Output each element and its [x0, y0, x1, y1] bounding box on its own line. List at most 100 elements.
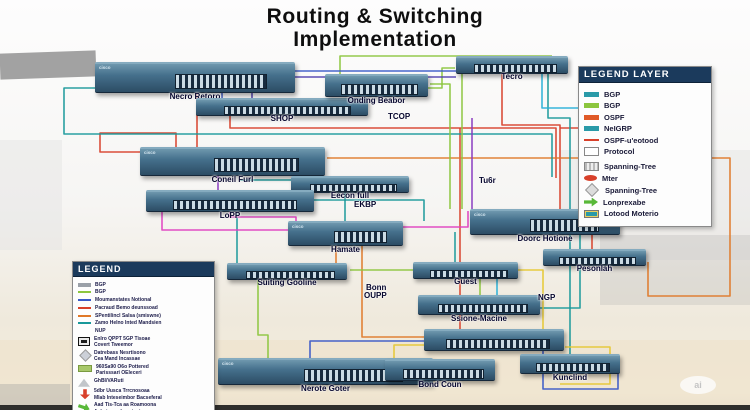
device-label-onding-beabor: Onding Beabor: [347, 95, 406, 105]
port-strip: [402, 368, 484, 379]
legend-layer-item: Mter: [584, 174, 706, 183]
cisco-logo: cisco: [222, 361, 234, 366]
legend-layer-item-label: OSPF: [604, 112, 625, 122]
legend-layer-item-label: BGP: [604, 89, 621, 99]
legend-layer-item: OSPF-u'eotood: [584, 136, 706, 145]
legend-item: BGP: [78, 282, 210, 288]
bar-legend-icon: [78, 282, 91, 287]
legend-item: Pacraud Bemo deunssoad: [78, 305, 210, 311]
port-strip: [246, 270, 335, 279]
floating-label-ekbp: EKBP: [354, 200, 377, 209]
device-label-suiting-gooline: Suiting Gooline: [257, 278, 317, 288]
device-tecro[interactable]: Tecro: [456, 56, 568, 81]
connection-line-green-22: [430, 83, 451, 209]
connection-line-red-5: [99, 132, 177, 153]
connection-line-red-2: [501, 70, 561, 211]
legend-item-text: SPentilincl Salsa (smiswne): [95, 312, 161, 319]
device-eecon-full[interactable]: Eecon full: [291, 176, 409, 200]
port-strip: [172, 199, 298, 210]
connection-line-yellow-26: [518, 269, 544, 330]
legend-item-text: Zamo Helno Inted Mandsien: [95, 320, 162, 327]
line-legend-icon: [78, 291, 91, 294]
device-label-eecon-full: Eecon full: [330, 191, 370, 201]
legend-layer-item: Spanning-Tree: [584, 162, 706, 171]
legend-layer-item: OSPF: [584, 113, 706, 122]
arrow-swatch-icon: [584, 197, 598, 207]
floating-label-oupp: OUPP: [364, 291, 387, 300]
connection-line-teal-9: [63, 87, 553, 177]
device-label-lopp: LoPP: [219, 210, 241, 220]
connection-line-magenta-35: [161, 209, 288, 231]
legend-layer-item: BGP: [584, 101, 706, 110]
legend-layer-item-label: Lonprexabe: [603, 197, 646, 207]
page-title: Routing & Switching Implementation: [0, 5, 750, 51]
legend-item: BGP: [78, 289, 210, 295]
legend-item: Zamo Helno Inted Mandsien: [78, 320, 210, 326]
device-lopp[interactable]: LoPP: [146, 190, 314, 219]
device-label-doorc-hotione: Doorc Hotione: [517, 233, 573, 243]
legend-layer-item-label: NeIGRP: [604, 124, 632, 133]
legend-item-text: GhBI/VARuti: [94, 377, 124, 384]
legend-item: Aad Tis-Tca aa RoamoonaAsls tesead susis…: [78, 402, 210, 410]
bar-swatch-icon: [584, 126, 599, 131]
floating-label-tu6r: Tu6r: [479, 176, 496, 185]
device-guest[interactable]: Guest: [413, 262, 518, 286]
legend-layer-item-label: Mter: [602, 173, 618, 183]
device-onding-beabor[interactable]: Onding Beabor: [325, 74, 428, 104]
none-legend-icon: [78, 329, 91, 331]
bar-swatch-icon: [584, 114, 599, 120]
legend-item-text: Aad Tis-Tca aa RoamoonaAsls tesead susis…: [94, 402, 157, 410]
floating-label-bonn: Bonn: [366, 283, 387, 292]
device-shop[interactable]: SHOP: [196, 98, 368, 123]
port-strip: [214, 158, 300, 173]
port-strip: [309, 183, 398, 192]
connection-line-red-1: [229, 112, 557, 178]
device-pesonlah[interactable]: Pesonlah: [543, 249, 646, 273]
title-line-2: Implementation: [293, 27, 457, 51]
floating-label-tcop: TCOP: [388, 112, 411, 121]
device-kunclind[interactable]: Kunclind: [520, 354, 620, 381]
device-suiting-gooline[interactable]: Suiting Gooline: [227, 263, 347, 287]
device-label-coneil-furl: Coneil Furl: [211, 174, 254, 184]
connection-line-orange-8: [361, 243, 424, 338]
device-label-ssione-macine: Ssione-Macine: [450, 313, 507, 323]
device-label-shop: SHOP: [270, 114, 294, 124]
legend-layer-item-label: BGP: [604, 101, 621, 110]
bar-swatch-icon: [584, 91, 599, 97]
line-legend-icon: [78, 299, 91, 301]
device-ssione-macine[interactable]: Ssione-Macine: [418, 295, 540, 322]
port-strip: [559, 256, 636, 265]
hatch-box-swatch-icon: [584, 162, 599, 171]
device-label-necro-retoro: Necro Retoro: [169, 91, 221, 101]
device-bond-coun[interactable]: Bond Coun: [385, 359, 495, 388]
device-mid-switch[interactable]: [424, 329, 564, 351]
connection-line-green-24: [257, 277, 269, 359]
connection-line-teal-12: [314, 199, 425, 221]
legend-item-text: BGP: [95, 289, 106, 296]
line-legend-icon: [78, 306, 91, 309]
ellipse-swatch-icon: [584, 175, 597, 181]
legend-item-text: NUP: [95, 328, 106, 334]
cisco-logo: cisco: [144, 150, 156, 155]
cisco-logo: cisco: [474, 212, 486, 217]
legend-layer-item-label: Spanning-Tree: [604, 162, 657, 171]
legend-layer-item: BGP: [584, 90, 706, 99]
legend-item: GhBI/VARuti: [78, 378, 210, 387]
cisco-logo: cisco: [99, 65, 111, 70]
legend-item: NUP: [78, 328, 210, 334]
legend-item-text: BGP: [95, 281, 106, 288]
arrow-down-legend-icon: [80, 389, 90, 400]
